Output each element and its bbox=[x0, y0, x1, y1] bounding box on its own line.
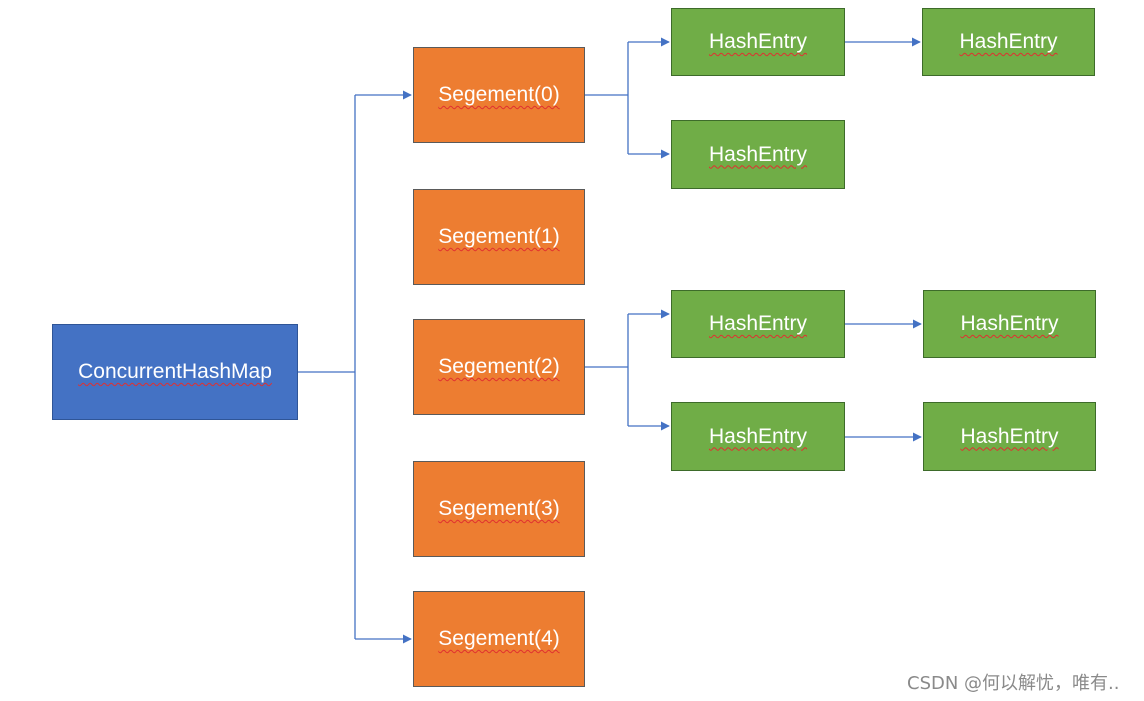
hash-entry-node-5: HashEntry bbox=[671, 402, 845, 471]
hash-entry-node-6: HashEntry bbox=[923, 402, 1096, 471]
segment-node-0: Segement(0) bbox=[413, 47, 585, 143]
hash-entry-label: HashEntry bbox=[960, 424, 1059, 448]
segment-node-label: Segement(4) bbox=[438, 627, 560, 650]
hash-entry-node-0: HashEntry bbox=[671, 8, 845, 76]
segment-node-label: Segement(2) bbox=[438, 355, 560, 378]
root-node-label: ConcurrentHashMap bbox=[78, 360, 272, 383]
segment-node-label: Segement(3) bbox=[438, 497, 560, 520]
watermark-text: CSDN @何以解忧，唯有.. bbox=[907, 673, 1120, 694]
hash-entry-node-4: HashEntry bbox=[923, 290, 1096, 358]
connector-segment-0-trunk bbox=[585, 42, 629, 154]
segment-node-4: Segement(4) bbox=[413, 591, 585, 687]
root-node: ConcurrentHashMap bbox=[52, 324, 298, 420]
segment-node-label: Segement(0) bbox=[438, 83, 560, 106]
segment-node-2: Segement(2) bbox=[413, 319, 585, 415]
segment-node-label: Segement(1) bbox=[438, 225, 560, 248]
connector-root-trunk bbox=[298, 95, 356, 639]
segment-node-1: Segement(1) bbox=[413, 189, 585, 285]
hash-entry-node-3: HashEntry bbox=[671, 290, 845, 358]
hash-entry-label: HashEntry bbox=[959, 30, 1058, 53]
hash-entry-node-1: HashEntry bbox=[922, 8, 1095, 76]
hash-entry-label: HashEntry bbox=[708, 30, 808, 53]
connector-segment-2-trunk bbox=[585, 314, 629, 426]
hash-entry-label: HashEntry bbox=[708, 312, 808, 335]
hash-entry-node-2: HashEntry bbox=[671, 120, 845, 189]
hash-entry-label: HashEntry bbox=[708, 424, 808, 448]
hash-entry-label: HashEntry bbox=[960, 312, 1059, 335]
segment-node-3: Segement(3) bbox=[413, 461, 585, 557]
hash-entry-label: HashEntry bbox=[708, 142, 808, 166]
